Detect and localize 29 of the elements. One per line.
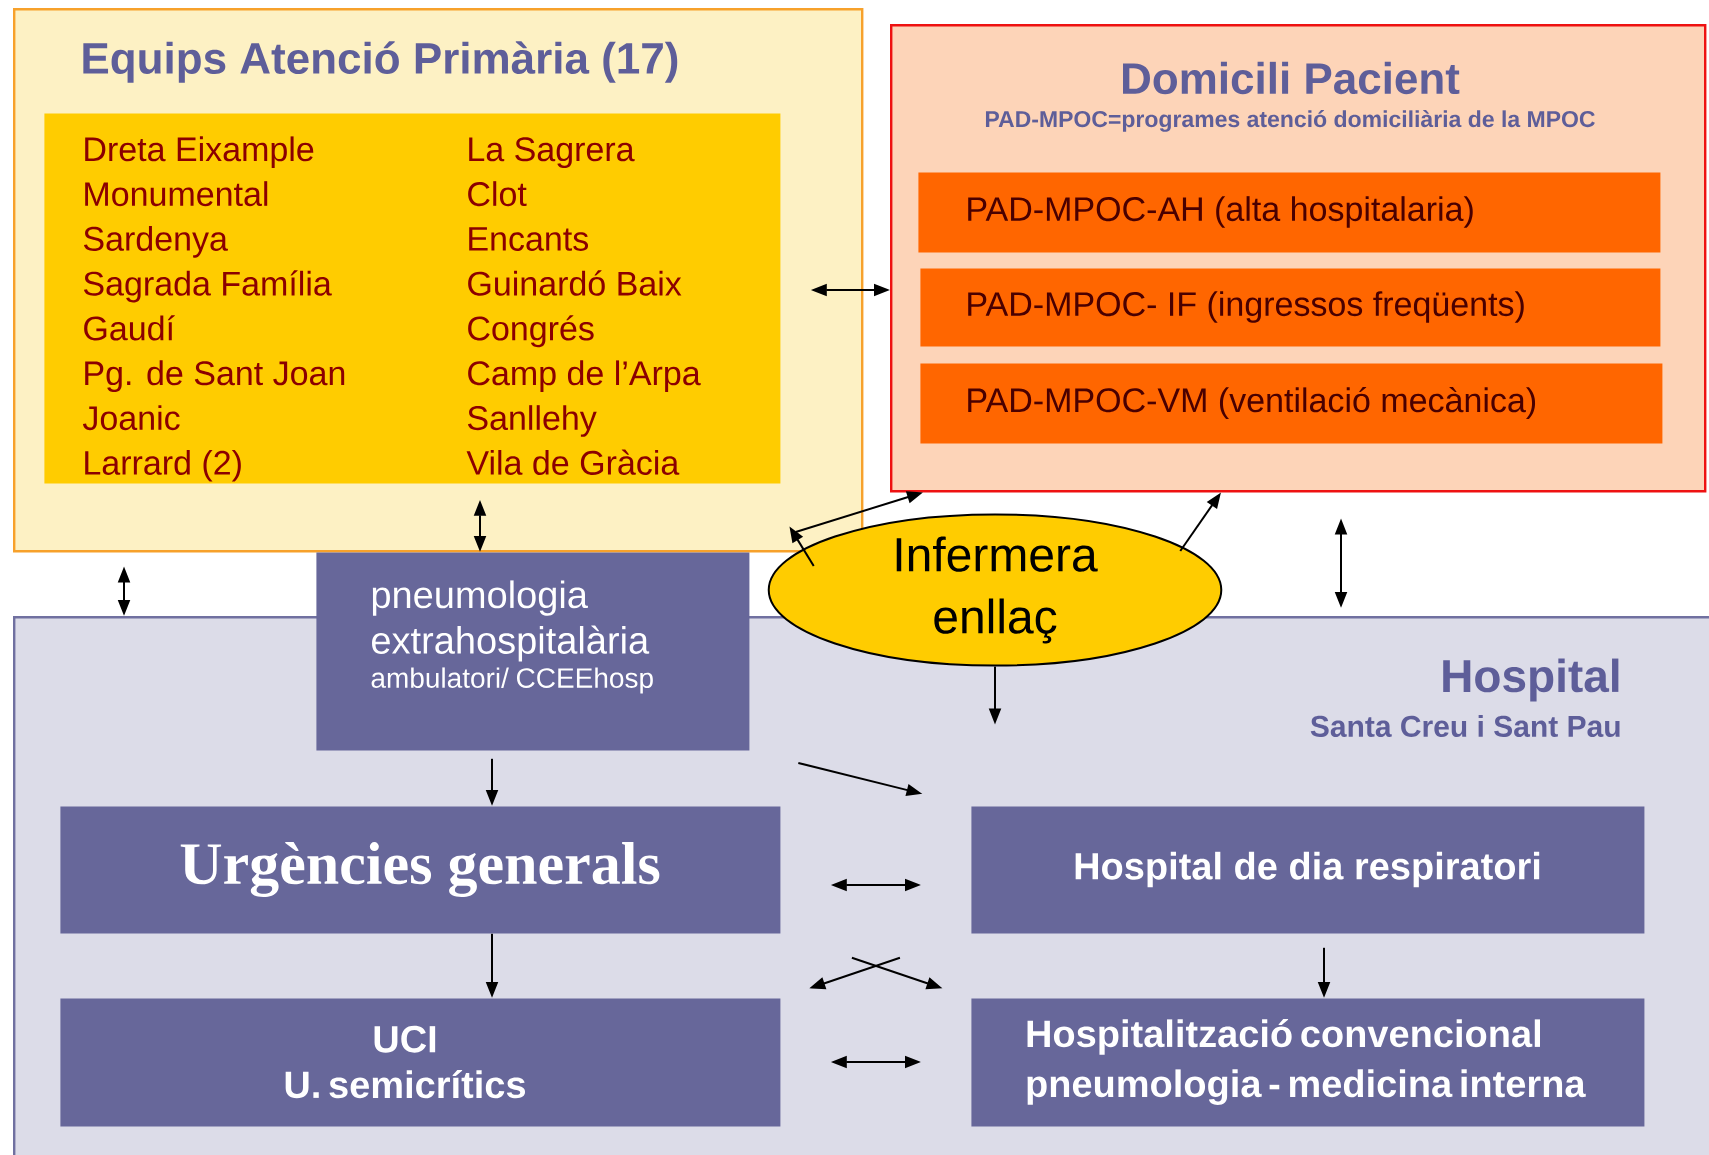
- list-item: Gaudí: [84, 315, 175, 341]
- list-item: Sardenya: [83, 225, 228, 258]
- program-box: PAD-MPOC- IF (ingressos freqüents): [920, 268, 1661, 347]
- list-item: Clot: [468, 181, 527, 207]
- panel-title: Hospital: [1443, 658, 1619, 702]
- panel-title: Domicili Pacient: [1123, 61, 1460, 95]
- list-item: Joanic: [82, 405, 180, 431]
- list-item: Encants: [469, 227, 589, 251]
- program-box: PAD-MPOC-AH (alta hospitalaria): [918, 172, 1661, 253]
- list-item: Camp de l’Arpa: [468, 360, 701, 393]
- list-item: Sanllehy: [467, 405, 597, 437]
- list-item: La Sagrera: [469, 137, 635, 169]
- list-item: Vila de Gràcia: [466, 449, 680, 475]
- panel-title: Equips Atenció Primària (17): [83, 41, 678, 83]
- service-box: pneumologia extrahospitalària ambulatori/ CCEEhosp: [316, 552, 750, 751]
- service-box: UCI U. semicrítics: [60, 998, 781, 1127]
- service-box: Hospital de dia respiratori: [971, 806, 1645, 934]
- list-item: Congrés: [468, 315, 594, 348]
- list-item: Larrard (2): [85, 449, 241, 482]
- list-item: Pg. de Sant Joan: [85, 360, 345, 393]
- panel-subtitle: Santa Creu i Sant Pau: [1310, 715, 1620, 737]
- list-item: Sagrada Família: [83, 270, 332, 303]
- list-item: Dreta Eixample: [85, 136, 314, 169]
- list-item: Monumental: [85, 181, 268, 207]
- service-box: Hospitalització convencional pneumologia - medicina interna: [971, 998, 1645, 1127]
- panel-subtitle: PAD-MPOC=programes atenció domiciliària de la MPOC: [986, 110, 1595, 132]
- service-box: Urgències generals: [60, 806, 781, 934]
- program-box: PAD-MPOC-VM (ventilació mecànica): [920, 363, 1663, 444]
- list-item: Guinardó Baix: [468, 270, 682, 296]
